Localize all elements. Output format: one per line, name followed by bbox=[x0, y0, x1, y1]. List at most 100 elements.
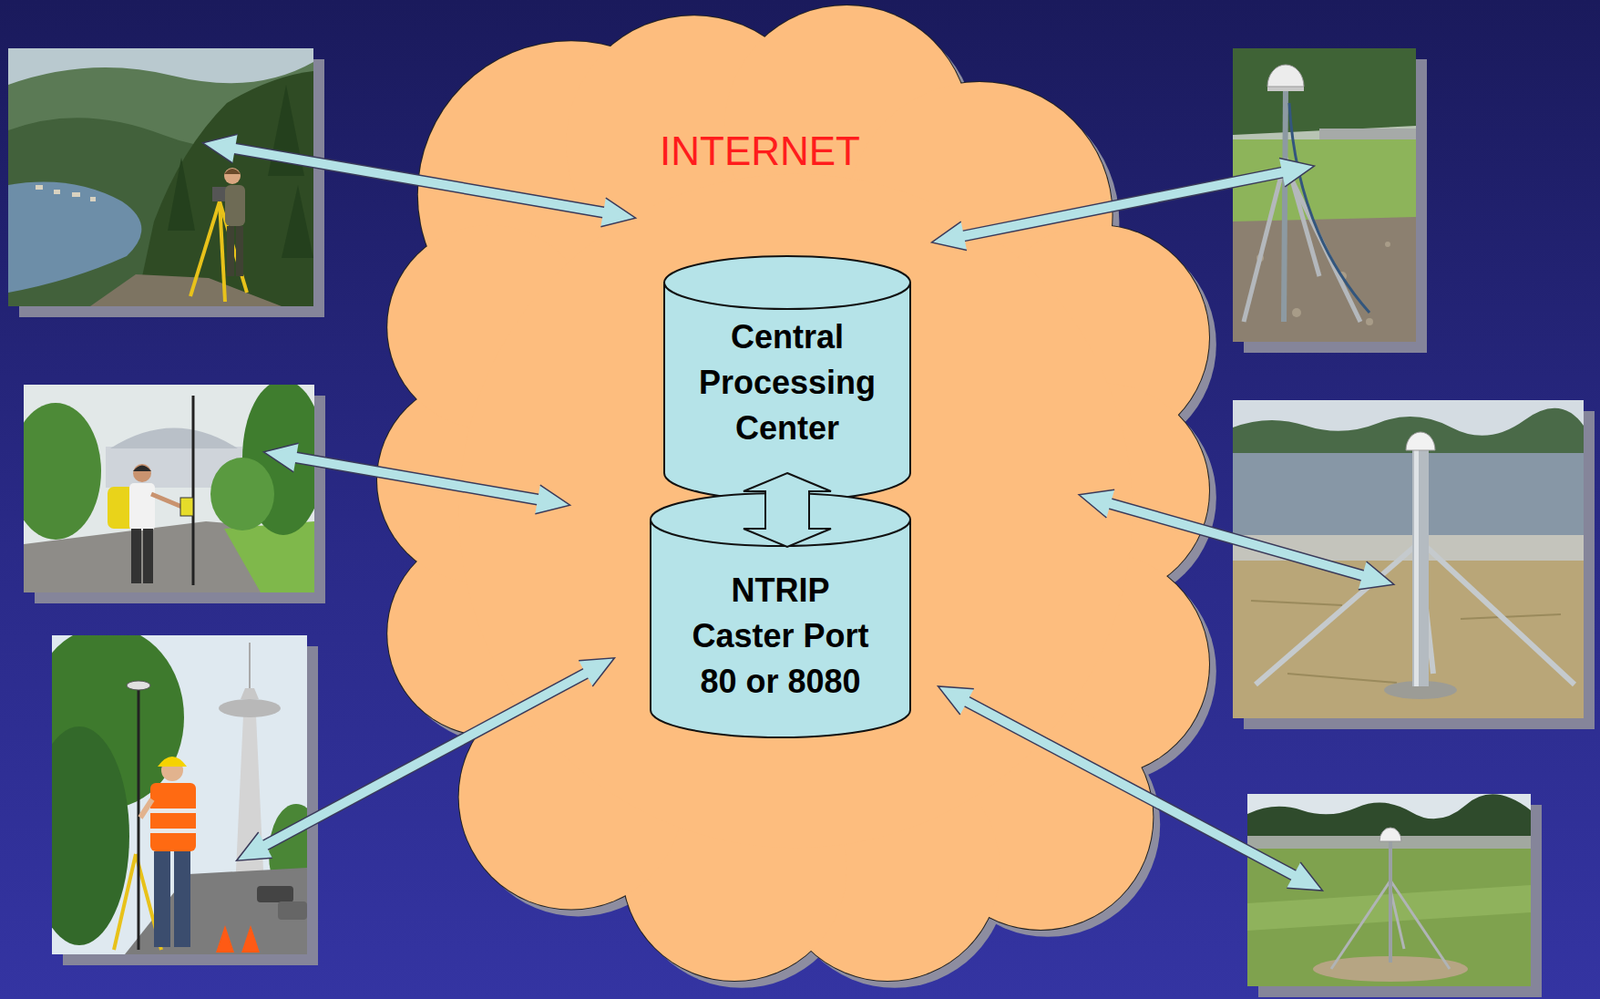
surveyor-photo bbox=[235, 225, 244, 277]
gps-antenna-photo bbox=[1232, 560, 1584, 718]
surveyor-photo bbox=[135, 71, 314, 307]
surveyor-photo bbox=[256, 885, 294, 903]
gps-antenna-photo bbox=[1232, 216, 1416, 342]
surveyor-photo bbox=[150, 782, 196, 852]
gps-antenna-photo bbox=[1247, 793, 1531, 986]
gps-antenna-photo bbox=[1289, 102, 1370, 313]
surveyor-photo bbox=[224, 167, 241, 185]
network-link-arrows bbox=[958, 171, 1288, 237]
gps-antenna-photo bbox=[1460, 614, 1561, 619]
surveyor-photo bbox=[53, 189, 61, 195]
gps-antenna-photo bbox=[1232, 48, 1416, 342]
gps-antenna-photo bbox=[1232, 452, 1584, 537]
network-link-arrows bbox=[1105, 502, 1368, 577]
network-link-arrows bbox=[229, 147, 609, 214]
gps-antenna-photo bbox=[1256, 241, 1391, 326]
text-block: Central Processing Center bbox=[689, 314, 886, 451]
network-link-arrows bbox=[229, 147, 1368, 878]
photo-shadow bbox=[19, 59, 1595, 997]
network-link-arrows bbox=[290, 456, 544, 501]
gps-antenna-photo bbox=[1251, 600, 1343, 606]
surveyor-photo bbox=[35, 184, 43, 190]
gps-antenna-photo bbox=[1331, 880, 1391, 969]
surveyor-photo bbox=[180, 497, 194, 516]
surveyor-photo bbox=[277, 901, 308, 920]
surveyor-photo bbox=[129, 482, 155, 531]
gps-antenna-photo bbox=[1365, 317, 1374, 326]
network-link-arrows bbox=[958, 171, 1288, 237]
text-block: INTERNET bbox=[577, 123, 943, 180]
gps-antenna-photo bbox=[1232, 48, 1416, 135]
gps-antenna-photo bbox=[1287, 673, 1397, 683]
surveyor-photo bbox=[167, 157, 195, 231]
surveyor-photo bbox=[133, 465, 152, 472]
surveyor-photo bbox=[210, 457, 275, 531]
network-link-arrows bbox=[962, 698, 1299, 878]
gps-antenna-photo bbox=[1232, 48, 1416, 342]
network-link-arrows bbox=[229, 147, 1368, 878]
surveyor-photo bbox=[212, 186, 227, 202]
surveyor-photo bbox=[226, 225, 235, 277]
surveyor-photo bbox=[110, 428, 238, 450]
gps-antenna-photo bbox=[1420, 541, 1575, 685]
surveyor-photo bbox=[8, 61, 314, 307]
surveyor-photo bbox=[126, 680, 151, 690]
surveyor-photo bbox=[131, 528, 142, 584]
surveyor-photo bbox=[113, 853, 136, 950]
cloud-outline bbox=[459, 174, 1133, 848]
gps-antenna-photo bbox=[1283, 89, 1286, 322]
network-link-arrows bbox=[290, 456, 544, 501]
database-cylinder: Central Processing Center bbox=[663, 255, 912, 501]
gps-antenna-photo bbox=[1390, 889, 1405, 949]
gps-antenna-photo bbox=[1390, 880, 1450, 969]
gps-antenna-photo bbox=[1267, 64, 1304, 87]
gps-antenna-photo bbox=[1412, 447, 1429, 687]
surveyor-photo bbox=[281, 184, 314, 258]
node-label: Central Processing Center bbox=[689, 314, 886, 451]
surveyor-photo bbox=[133, 463, 152, 483]
surveyor-photo bbox=[90, 274, 282, 307]
gps-antenna-photo bbox=[1414, 447, 1419, 687]
cylinder-body bbox=[650, 519, 911, 738]
node-label: INTERNET bbox=[577, 123, 943, 180]
surveyor-photo bbox=[150, 828, 196, 833]
cylinder-body bbox=[664, 282, 911, 501]
surveyor-photo bbox=[224, 168, 241, 175]
surveyor-photo bbox=[143, 528, 154, 584]
surveyor-photo bbox=[150, 808, 196, 813]
surveyor-photo bbox=[151, 493, 185, 508]
gps-antenna-photo bbox=[1292, 307, 1302, 318]
surveyor-photo bbox=[137, 685, 141, 950]
text-block: NTRIP Caster Port 80 or 8080 bbox=[682, 567, 879, 704]
surveyor-photo bbox=[240, 687, 259, 699]
surveyor-photo bbox=[8, 48, 314, 307]
surveyor-photo bbox=[140, 799, 153, 818]
gps-antenna-photo bbox=[1388, 839, 1393, 963]
surveyor-photo bbox=[224, 521, 315, 593]
gps-antenna-photo bbox=[1247, 793, 1531, 986]
surveyor-photo bbox=[8, 182, 142, 293]
surveyor-photo bbox=[218, 698, 281, 718]
block-arrow bbox=[743, 472, 831, 547]
surveyor-photo bbox=[71, 192, 81, 197]
gps-antenna-photo bbox=[1251, 600, 1561, 683]
network-link-arrows bbox=[229, 147, 609, 214]
surveyor-photo bbox=[10, 402, 102, 540]
surveyor-photo bbox=[241, 924, 260, 953]
surveyor-photo bbox=[157, 756, 187, 767]
surveyor-photo bbox=[215, 924, 235, 953]
surveyor-photo bbox=[192, 395, 195, 585]
surveyor-photo bbox=[10, 379, 325, 593]
cloud-fill bbox=[459, 174, 1133, 848]
surveyor-photo bbox=[225, 184, 246, 226]
gps-antenna-photo bbox=[1384, 241, 1391, 247]
surveyor-photo bbox=[8, 48, 314, 307]
gps-antenna-photo bbox=[1232, 408, 1584, 455]
node-label: NTRIP Caster Port 80 or 8080 bbox=[682, 567, 879, 704]
surveyor-photo bbox=[35, 184, 96, 202]
gps-antenna-photo bbox=[1379, 827, 1402, 842]
cylinder-top bbox=[664, 256, 911, 309]
surveyor-photo bbox=[190, 201, 220, 297]
surveyor-photo bbox=[90, 196, 96, 202]
